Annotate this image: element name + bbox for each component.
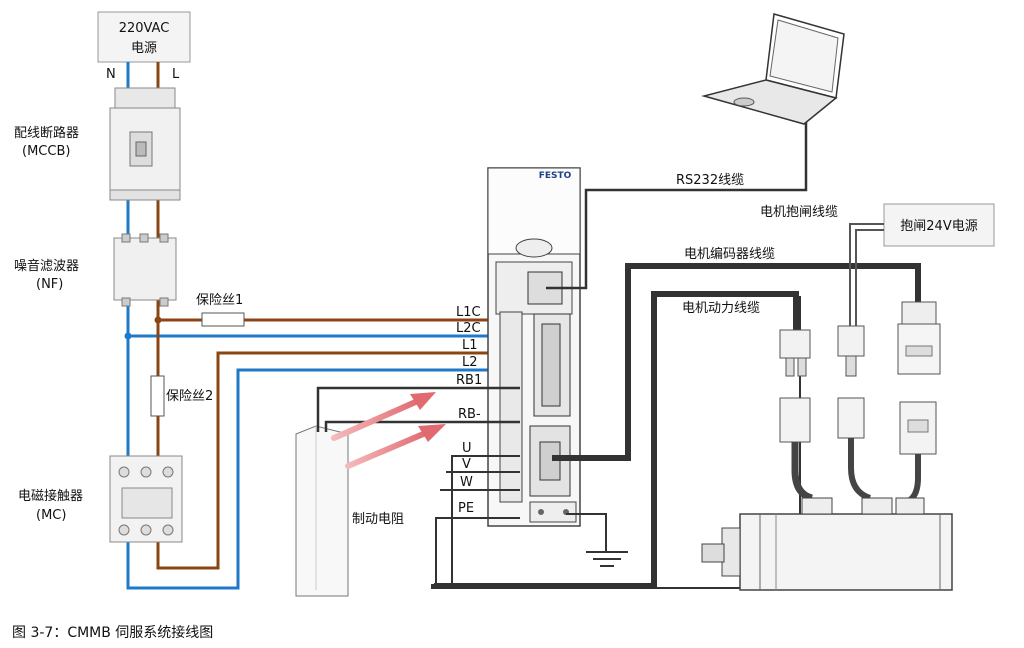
terminal-l1: L1	[462, 338, 478, 353]
neutral-label: N	[106, 67, 116, 82]
terminal-l1c: L1C	[456, 305, 481, 320]
encoder-cable-label: 电机编码器线缆	[684, 246, 775, 262]
laptop-icon	[701, 13, 845, 125]
terminal-rb1: RB1	[456, 373, 482, 388]
terminal-l2c: L2C	[456, 321, 481, 336]
wiring-diagram: 220VAC 电源 N L 配线断路器 (MCCB) 噪音滤波器 (NF)	[14, 11, 995, 597]
terminal-v: V	[462, 457, 471, 472]
brake-cable-label: 电机抱闸线缆	[760, 204, 838, 220]
figure-caption: 图 3-7：CMMB 伺服系统接线图	[12, 625, 214, 641]
contactor-device	[109, 455, 183, 543]
fuse-1	[201, 312, 245, 327]
rs232-cable-label: RS232线缆	[676, 172, 744, 188]
noise-filter-code: (NF)	[36, 277, 63, 292]
encoder-connector	[897, 301, 941, 375]
motor-cables	[779, 397, 937, 503]
mccb-code: (MCCB)	[22, 144, 70, 159]
contactor-name: 电磁接触器	[18, 488, 83, 504]
servo-motor	[701, 497, 953, 591]
fuse-1-label: 保险丝1	[196, 293, 243, 308]
terminal-labels: L1C L2C L1 L2 RB1 RB- U V W PE	[456, 305, 482, 516]
noise-filter-device	[113, 233, 177, 307]
fuse-2-label: 保险丝2	[166, 389, 213, 404]
terminal-rb-minus: RB-	[458, 407, 481, 422]
drive-brand-logo: FESTO	[539, 171, 572, 181]
power-connector	[779, 329, 811, 377]
highlight-arrows	[331, 392, 446, 469]
brake-power-label: 抱闸24V电源	[900, 218, 977, 234]
power-source-label: 电源	[131, 41, 157, 56]
noise-filter-name: 噪音滤波器	[14, 258, 79, 274]
servo-drive	[487, 167, 581, 527]
rs232-cable	[546, 112, 808, 290]
fuse-2	[150, 375, 165, 417]
terminal-pe: PE	[458, 501, 474, 516]
ground-symbol	[566, 513, 628, 567]
brake-connector	[837, 325, 865, 377]
brake-resistor-label: 制动电阻	[352, 512, 404, 527]
brake-power-box: 抱闸24V电源	[883, 203, 995, 247]
power-source-box: 220VAC 电源	[97, 11, 191, 63]
motor-power-cable-label: 电机动力线缆	[682, 300, 760, 316]
brake-cable	[849, 223, 884, 326]
live-label: L	[172, 67, 180, 82]
brake-resistor-device	[295, 386, 520, 597]
encoder-cable	[552, 263, 921, 461]
power-source-voltage: 220VAC	[119, 21, 170, 36]
mccb-device	[109, 87, 181, 201]
mccb-name: 配线断路器	[14, 125, 79, 141]
terminal-u: U	[462, 441, 472, 456]
contactor-code: (MC)	[36, 508, 66, 523]
terminal-l2: L2	[462, 355, 478, 370]
terminal-w: W	[460, 475, 473, 490]
